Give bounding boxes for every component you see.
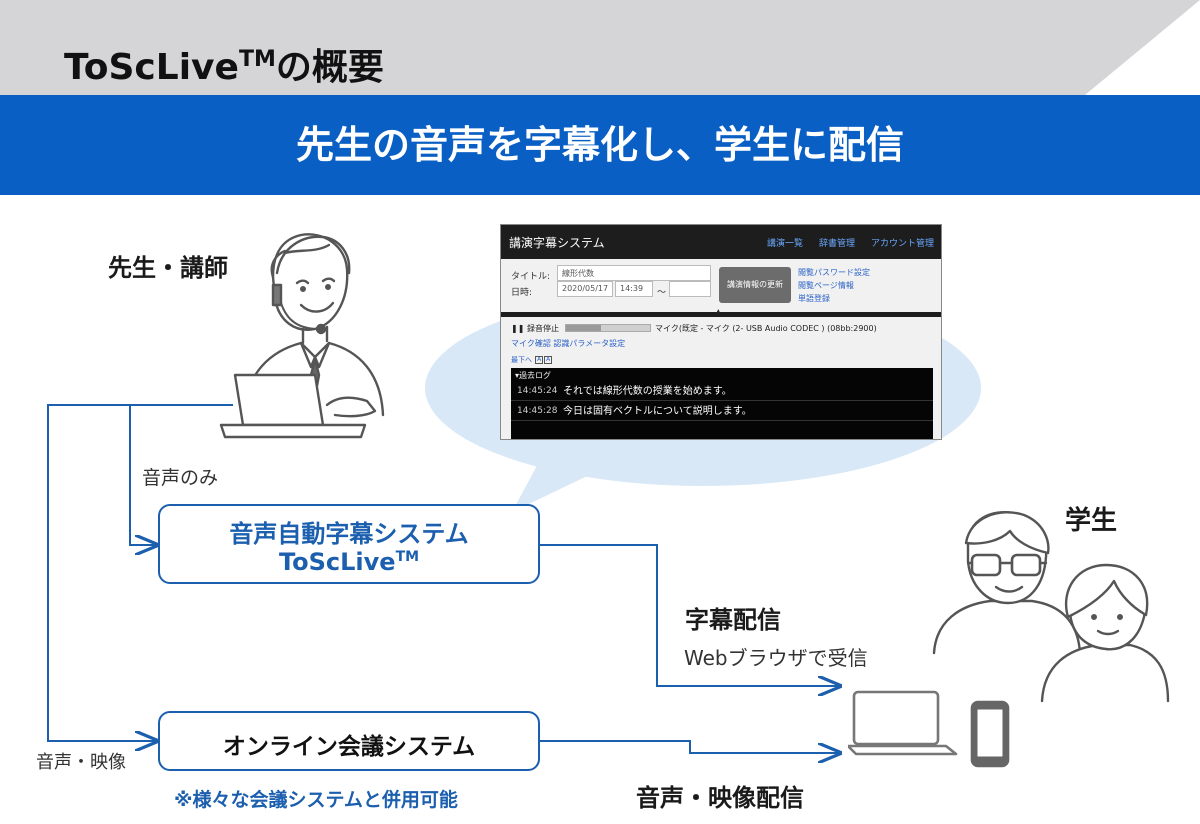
log-header[interactable]: ▾過去ログ — [515, 371, 552, 380]
teacher-label: 先生・講師 — [108, 254, 228, 282]
log-timestamp: 14:45:24 — [517, 386, 558, 396]
audio-video-label: 音声・映像 — [36, 752, 126, 773]
meeting-to-students-line — [540, 740, 840, 753]
date-field[interactable]: 2020/05/17 — [557, 281, 613, 297]
banner-headline: 先生の音声を字幕化し、学生に配信 — [295, 123, 904, 167]
pause-icon: ❚❚ — [511, 324, 525, 333]
word-registration-link[interactable]: 単語登録 — [798, 294, 830, 303]
end-time-field[interactable] — [669, 281, 711, 297]
zoom-in-icon[interactable]: A — [535, 356, 544, 364]
log-timestamp: 14:45:28 — [517, 406, 558, 416]
meeting-system-label: オンライン会議システム — [222, 734, 476, 760]
log-row: 14:45:24 それでは線形代数の授業を始めます。 — [511, 382, 933, 401]
teacher-icon — [219, 233, 385, 439]
nav-lecture-list[interactable]: 講演一覧 — [767, 239, 804, 249]
log-caption-text: それでは線形代数の授業を始めます。 — [563, 386, 732, 397]
range-separator: 〜 — [657, 288, 667, 298]
browser-receive-label: Webブラウザで受信 — [684, 646, 868, 670]
view-password-link[interactable]: 閲覧パスワード設定 — [798, 268, 870, 277]
av-delivery-label: 音声・映像配信 — [636, 784, 804, 812]
audio-only-label: 音声のみ — [142, 467, 219, 489]
caption-log: ▾過去ログ 14:45:24 それでは線形代数の授業を始めます。 14:45:2… — [511, 368, 933, 439]
log-caption-text: 今日は固有ベクトルについて説明します。 — [563, 406, 752, 417]
zoom-out-icon[interactable]: A — [544, 356, 553, 364]
title-field[interactable]: 線形代数 — [557, 265, 711, 281]
update-info-button[interactable]: 講演情報の更新 — [719, 267, 791, 303]
students-icon — [932, 510, 1170, 703]
panel-divider — [501, 312, 941, 317]
meeting-system-box: オンライン会議システム — [158, 711, 540, 771]
caption-system-name: 音声自動字幕システム — [229, 520, 469, 548]
teacher-to-caption-line — [129, 404, 233, 545]
title-field-label: タイトル: — [511, 272, 551, 282]
app-header: 講演字幕システム 講演一覧 辞書管理 アカウント管理 — [501, 225, 941, 259]
caption-to-students-line — [540, 544, 840, 686]
banner-band — [0, 95, 1200, 195]
caption-system-product: ToScLiveTM — [278, 548, 420, 576]
header-band — [0, 0, 1200, 95]
mic-settings-links[interactable]: マイク確認 認識パラメータ設定 — [511, 339, 626, 348]
app-title: 講演字幕システム — [509, 236, 605, 250]
caption-delivery-label: 字幕配信 — [685, 606, 781, 634]
log-row: 14:45:28 今日は固有ベクトルについて説明します。 — [511, 402, 933, 421]
view-page-info-link[interactable]: 閲覧ページ情報 — [798, 281, 854, 290]
mic-device-label: マイク(既定 - マイク (2- USB Audio CODEC ) (08bb… — [655, 324, 877, 333]
slide-title: ToScLiveTMの概要 — [64, 47, 384, 88]
recording-status[interactable]: ❚❚ 録音停止 — [511, 324, 559, 333]
teacher-to-meeting-line — [47, 404, 157, 741]
caption-app-screenshot: 講演字幕システム 講演一覧 辞書管理 アカウント管理 タイトル: 線形代数 日時… — [500, 224, 942, 440]
header-diagonal-cut — [1085, 0, 1200, 95]
start-time-field[interactable]: 14:39 — [615, 281, 653, 297]
nav-account[interactable]: アカウント管理 — [871, 239, 935, 249]
collapse-toggle[interactable]: ▲ — [716, 308, 721, 315]
students-label: 学生 — [1065, 506, 1118, 536]
date-field-label: 日時: — [511, 288, 533, 298]
trademark-mark: TM — [238, 47, 276, 72]
student-devices-icon — [848, 690, 1010, 768]
mic-level-fill — [566, 325, 602, 331]
mic-level-meter — [565, 324, 651, 332]
caption-system-box: 音声自動字幕システム ToScLiveTM — [158, 504, 540, 584]
nav-dictionary[interactable]: 辞書管理 — [819, 239, 856, 249]
compatibility-note: ※様々な会議システムと併用可能 — [174, 789, 458, 811]
